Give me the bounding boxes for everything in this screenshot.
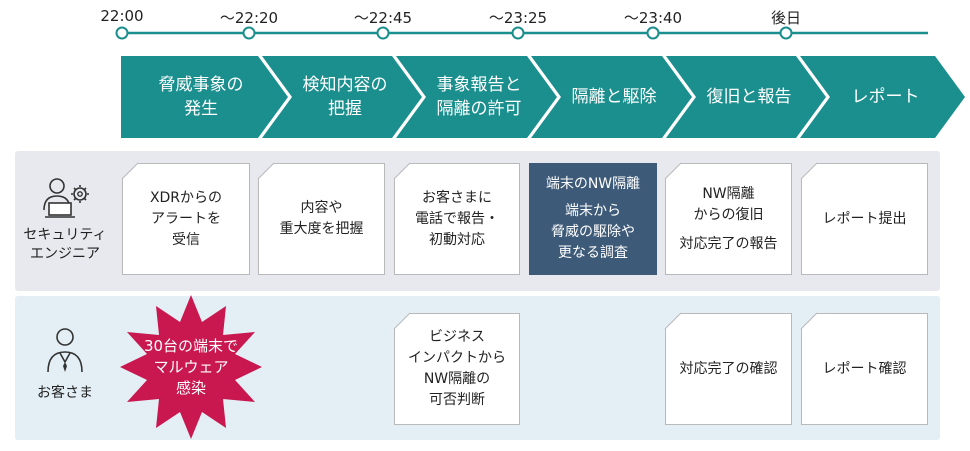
phase-label: レポート	[851, 87, 920, 107]
role-label: お客さま	[37, 385, 93, 401]
engineer-laptop-gear-icon	[43, 178, 89, 218]
task-card: レポート確認	[801, 313, 928, 425]
role-engineer: セキュリティ エンジニア	[15, 176, 115, 264]
incident-burst	[120, 295, 262, 439]
phase-label: 脅威事象の 発生	[158, 75, 244, 119]
task-card: ビジネス インパクトから NW隔離の 可否判断	[394, 313, 520, 425]
timeline-dot	[376, 26, 390, 40]
task-card: 対応完了の確認	[665, 313, 792, 425]
time-label: 後日	[770, 9, 801, 27]
customer-person-icon	[47, 328, 83, 373]
time-label: 22:00	[100, 7, 144, 25]
task-card: お客さまに 電話で報告・ 初動対応	[394, 163, 520, 275]
task-card-body: 端末から 脅威の駆除や 更なる調査	[551, 203, 635, 261]
time-label: 〜22:45	[353, 9, 413, 27]
phase-label: 復旧と報告	[706, 87, 792, 107]
timeline-dot	[115, 26, 129, 40]
task-card: XDRからの アラートを 受信	[122, 163, 250, 275]
phase-label: 事象報告と 隔離の許可	[436, 75, 522, 119]
role-label: セキュリティ エンジニア	[23, 227, 107, 262]
task-card: 内容や 重大度を把握	[258, 163, 385, 275]
task-card-title: 端末のNW隔離	[545, 176, 641, 192]
phase-label: 隔離と駆除	[571, 87, 657, 107]
time-label: 〜22:20	[219, 9, 279, 27]
task-card: レポート提出	[801, 163, 928, 275]
incident-burst-shape	[120, 295, 262, 439]
timeline	[115, 26, 928, 40]
time-label: 〜23:40	[623, 9, 683, 27]
task-card-highlighted: 端末のNW隔離 端末から 脅威の駆除や 更なる調査	[529, 163, 657, 275]
timeline-dot	[779, 26, 793, 40]
task-card: NW隔離 からの復旧 対応完了の報告	[665, 163, 792, 275]
task-card-body: 対応完了の報告	[679, 235, 778, 252]
role-customer: お客さま	[15, 326, 115, 403]
timeline-dot	[646, 26, 660, 40]
time-label: 〜23:25	[488, 9, 548, 27]
phase-label: 検知内容の 把握	[302, 75, 388, 119]
timeline-dot	[242, 26, 256, 40]
task-card-title: NW隔離 からの復旧	[693, 185, 764, 223]
timeline-dot	[511, 26, 525, 40]
incident-text: 30台の端末で マルウェア 感染	[143, 336, 239, 397]
